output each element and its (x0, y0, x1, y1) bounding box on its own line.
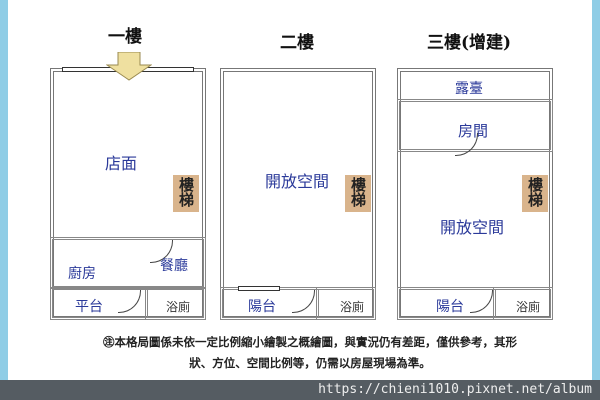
room-label: 餐廳 (160, 258, 188, 274)
room-label: 開放空間 (440, 218, 505, 237)
stairs-label: 樓梯 (349, 177, 367, 207)
left-strip (0, 0, 8, 400)
watermark-url: https://chieni1010.pixnet.net/album (318, 382, 592, 397)
room-label: 店面 (105, 154, 138, 173)
room-label: 開放空間 (265, 172, 330, 191)
note-line: ㊟本格局圖係未依一定比例縮小繪製之概繪圖，與實況仍有差距，僅供參考，其形 (103, 335, 517, 349)
room-label: 浴廁 (166, 300, 191, 314)
floor-title: 二樓 (280, 33, 314, 53)
room-label: 露臺 (455, 81, 483, 97)
room-label: 廚房 (68, 266, 96, 282)
disclaimer-note: ㊟本格局圖係未依一定比例縮小繪製之概繪圖，與實況仍有差距，僅供參考，其形 狀、方… (60, 332, 560, 374)
note-line: 狀、方位、空間比例等，仍需以房屋現場為準。 (189, 356, 431, 370)
right-strip (592, 0, 600, 400)
bath-room (493, 287, 553, 320)
stairs: 樓梯 (345, 175, 371, 212)
window (238, 286, 280, 291)
room-label: 陽台 (248, 299, 276, 315)
room-label: 浴廁 (516, 300, 541, 314)
room-label: 陽台 (436, 299, 464, 315)
bath-room (145, 287, 206, 320)
floor-title: 三樓(增建) (427, 33, 512, 53)
bedroom (397, 99, 553, 152)
room-label: 浴廁 (340, 300, 365, 314)
bath-room (316, 287, 376, 320)
stairs: 樓梯 (522, 175, 548, 212)
stairs-label: 樓梯 (526, 177, 544, 207)
entrance-arrow-icon (106, 52, 152, 81)
floor-title: 一樓 (108, 27, 142, 47)
stairs: 樓梯 (173, 175, 199, 212)
watermark-band (0, 380, 600, 400)
room-label: 平台 (75, 299, 103, 315)
stairs-label: 樓梯 (177, 177, 195, 207)
